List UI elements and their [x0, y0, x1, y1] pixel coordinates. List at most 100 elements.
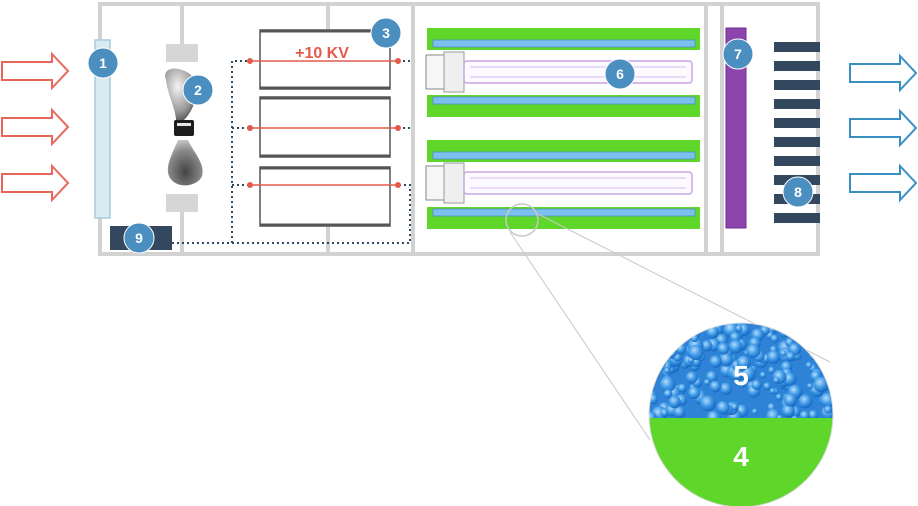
bead [663, 353, 670, 360]
svg-text:2: 2 [194, 82, 202, 98]
bead [773, 377, 780, 384]
bead [746, 343, 761, 358]
bead [763, 382, 772, 391]
bead [719, 382, 733, 395]
bead [830, 323, 833, 327]
bead [768, 366, 776, 374]
bead [808, 409, 819, 420]
svg-text:7: 7 [734, 46, 742, 62]
bead [687, 386, 701, 399]
bead [769, 387, 776, 395]
bead [701, 340, 713, 352]
pre-filter [94, 39, 111, 219]
bead [666, 347, 678, 358]
bead [799, 410, 810, 421]
bead [662, 338, 670, 347]
grille-slat [774, 42, 820, 52]
markers: 1 2 3 6 7 8 9 5 4 [87, 17, 814, 472]
bead [759, 371, 767, 379]
bead [649, 335, 657, 349]
marker-1: 1 [87, 47, 119, 79]
bead [807, 339, 815, 347]
blue-media-top [432, 39, 696, 48]
bead [649, 364, 656, 376]
bead [649, 335, 658, 345]
electrode-plates: +10 KV [247, 29, 401, 227]
bead [815, 327, 824, 336]
bead [649, 351, 658, 364]
uv-lamp-top [425, 51, 693, 93]
bead [736, 355, 751, 370]
bead [709, 380, 722, 393]
bead [703, 379, 711, 386]
bead [649, 379, 655, 387]
fan-mount-bottom [166, 194, 198, 212]
bead [827, 344, 833, 352]
bead [784, 323, 795, 334]
marker-2: 2 [182, 74, 214, 106]
bead [690, 323, 700, 332]
marker-5: 5 [733, 360, 749, 391]
filter-cassette-bottom [425, 140, 700, 229]
uv-lamp-bottom [425, 162, 693, 204]
bead [735, 324, 743, 333]
outflow-arrows [849, 53, 918, 203]
bead [699, 395, 716, 412]
bead [673, 323, 688, 330]
bead [688, 344, 704, 361]
grille-slat [774, 156, 820, 166]
bead [696, 323, 708, 328]
bead [751, 408, 758, 415]
grille-slat [774, 137, 820, 147]
grille-slat [774, 99, 820, 109]
bead [717, 342, 730, 355]
bead [806, 383, 813, 390]
marker-7: 7 [722, 38, 754, 70]
bead [663, 367, 671, 374]
bead [673, 406, 686, 419]
bead [663, 389, 673, 399]
bead [716, 401, 730, 415]
bead [798, 334, 808, 345]
marker-6: 6 [604, 58, 636, 90]
inflow-arrow-1-icon [1, 51, 70, 91]
media-zoom-view [649, 323, 833, 506]
bead [793, 331, 801, 339]
bead [815, 334, 824, 343]
bead [823, 405, 833, 414]
bead [784, 393, 797, 407]
bead [649, 348, 660, 359]
electrode-plate-top [247, 29, 401, 90]
bead [659, 376, 676, 393]
bead [827, 361, 833, 370]
bead [677, 383, 687, 393]
bead [672, 335, 679, 342]
fan-assembly [165, 44, 203, 212]
bead [730, 368, 744, 381]
grille-slat [774, 118, 820, 128]
bead [729, 331, 741, 343]
bead [668, 329, 677, 338]
bead [709, 355, 722, 368]
marker-8: 8 [782, 176, 814, 208]
bead [678, 325, 687, 333]
svg-text:1: 1 [99, 55, 107, 71]
bead [731, 403, 739, 411]
bead [668, 395, 681, 409]
grille-slat [774, 61, 820, 71]
outflow-arrow-1-icon [849, 53, 918, 93]
filter-cassette-top [425, 28, 700, 117]
bead [661, 324, 670, 333]
bead [781, 404, 795, 418]
svg-text:9: 9 [135, 230, 143, 246]
bead [821, 323, 833, 338]
inflow-arrow-2-icon [1, 107, 70, 147]
voltage-label: +10 KV [295, 45, 349, 62]
bead [811, 344, 819, 352]
bead [661, 346, 672, 358]
fan-blade-bottom-icon [167, 140, 203, 186]
fan-hub-icon [174, 120, 194, 136]
bead [770, 334, 779, 343]
bead [685, 371, 698, 384]
